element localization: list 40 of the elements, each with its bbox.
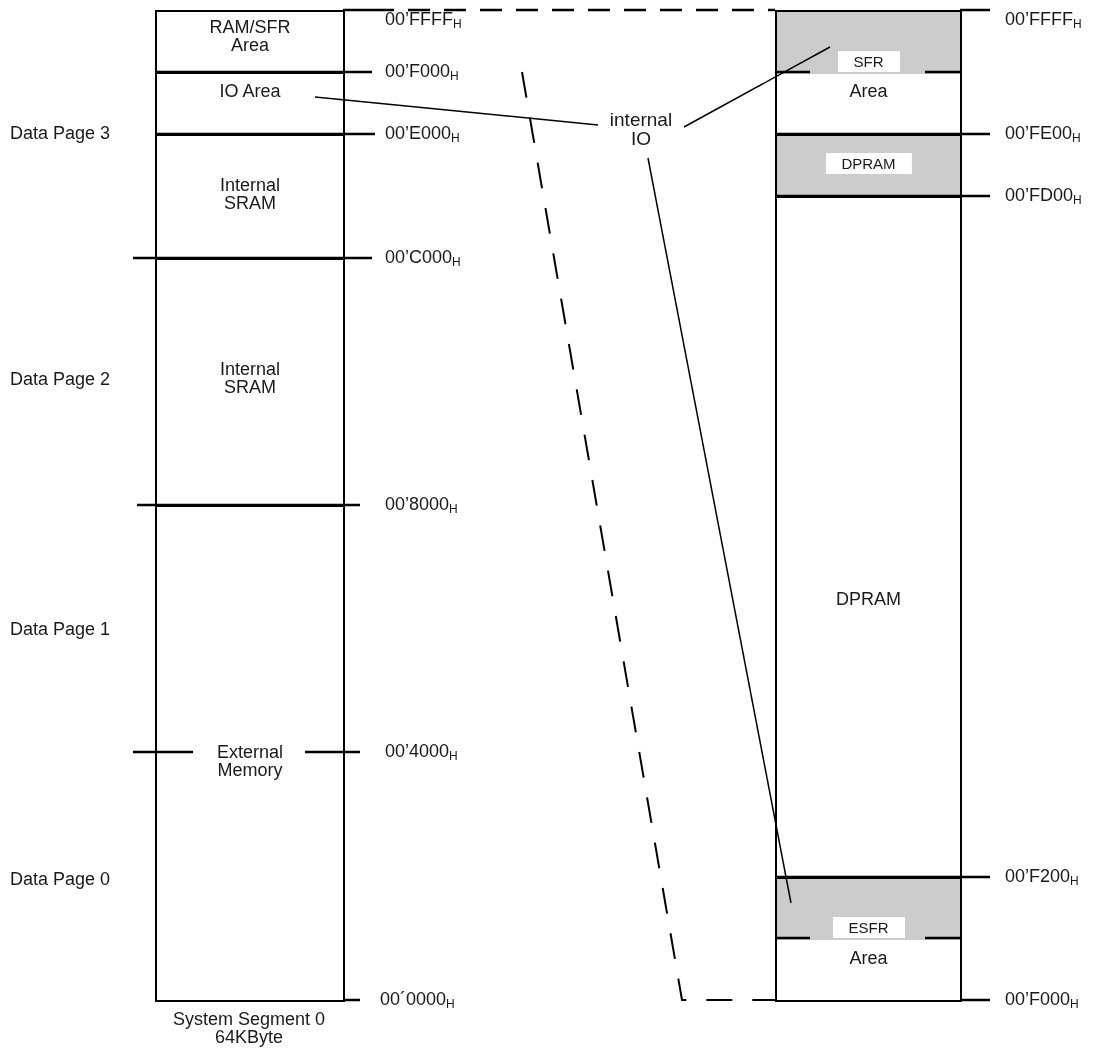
- leader-line: [647, 157, 792, 904]
- address-label: 00’E000$_{H}$: [385, 124, 460, 144]
- region-label: IO Area: [219, 82, 281, 100]
- address-label: 00’FE00$_{H}$: [1005, 124, 1081, 144]
- memory-region: [155, 72, 345, 136]
- address-label: 00’4000$_{H}$: [385, 742, 458, 762]
- memory-region: [155, 134, 345, 260]
- address-label: 00´0000$_{H}$: [380, 990, 455, 1010]
- region-label: Internal SRAM: [218, 176, 281, 212]
- page-label: Data Page 2: [10, 370, 111, 388]
- address-label: 00’C000$_{H}$: [385, 248, 461, 268]
- region-label: Internal SRAM: [218, 360, 281, 396]
- address-label: 00’FFFF$_{H}$: [385, 10, 462, 30]
- address-label: 00’F200$_{H}$: [1005, 867, 1079, 887]
- address-label: 00’F000$_{H}$: [1005, 990, 1079, 1010]
- memory-region: [155, 505, 345, 1002]
- region-label: Area: [849, 949, 888, 967]
- region-label: RAM/SFR Area: [208, 18, 292, 54]
- segment-caption: System Segment 0 64KByte: [171, 1010, 327, 1046]
- address-label: 00’FD00$_{H}$: [1005, 186, 1082, 206]
- memory-region: [775, 134, 962, 198]
- leader-line: [683, 46, 831, 128]
- memory-region: [155, 10, 345, 74]
- region-label: DPRAM: [836, 590, 901, 608]
- address-label: 00’F000$_{H}$: [385, 62, 459, 82]
- region-label: SFR: [837, 51, 900, 72]
- leader-line: [314, 96, 599, 126]
- page-label: Data Page 0: [10, 870, 111, 888]
- callout-text: internal IO: [598, 110, 684, 148]
- memory-region: [775, 877, 962, 1002]
- memory-region: [155, 258, 345, 507]
- memory-region: [775, 10, 962, 136]
- region-label: DPRAM: [825, 153, 912, 174]
- region-label: External Memory: [215, 743, 284, 779]
- region-label: Area: [849, 82, 888, 100]
- page-label: Data Page 3: [10, 124, 111, 142]
- region-label: ESFR: [832, 917, 905, 938]
- page-label: Data Page 1: [10, 620, 111, 638]
- address-label: 00’FFFF$_{H}$: [1005, 10, 1082, 30]
- address-label: 00’8000$_{H}$: [385, 495, 458, 515]
